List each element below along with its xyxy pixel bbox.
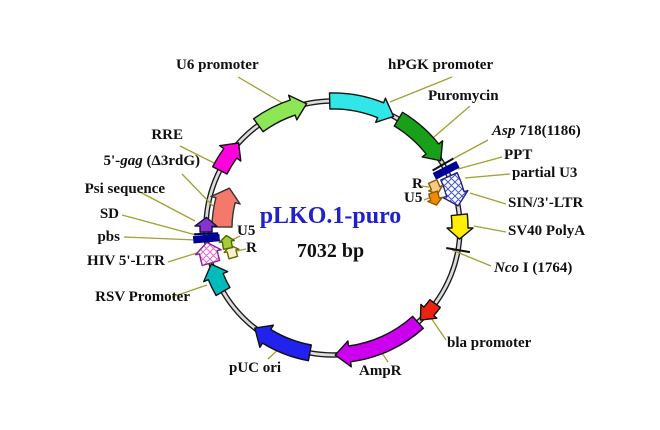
leader-sv40-polya xyxy=(473,225,507,233)
leader-partial-u3 xyxy=(464,173,511,179)
feature-ppt xyxy=(432,160,460,180)
feature-partial-u3-sin-ltr xyxy=(440,172,469,207)
leader-hiv-5-ltr xyxy=(167,251,201,263)
leader-gag xyxy=(181,173,214,207)
feature-ampr xyxy=(334,315,424,368)
leader-nco xyxy=(451,249,492,267)
feature-pbs xyxy=(192,233,220,244)
leader-rre xyxy=(179,145,215,164)
feature-sd xyxy=(194,232,219,236)
feature-puc-ori xyxy=(254,324,312,362)
feature-asp718-site xyxy=(432,157,454,172)
leader-pbs xyxy=(123,236,197,241)
leader-asp718 xyxy=(448,139,489,162)
feature-hpgk-promoter xyxy=(328,92,395,123)
leader-sin-ltr xyxy=(469,192,507,205)
plasmid-features xyxy=(192,92,474,368)
feature-psi-sequence xyxy=(194,216,218,233)
leader-r-left xyxy=(236,248,247,252)
leader-sd xyxy=(121,214,197,236)
feature-rsv-promoter xyxy=(203,263,231,297)
feature-u5-right xyxy=(427,190,443,206)
plasmid-title: pLKO.1-puro xyxy=(259,203,402,229)
feature-gag-arrow xyxy=(210,187,241,228)
leader-psi-sequence xyxy=(139,191,196,222)
feature-sv40-polya xyxy=(446,213,474,240)
feature-puromycin xyxy=(393,111,444,162)
feature-bla-promoter xyxy=(419,299,441,321)
leader-ppt xyxy=(457,156,503,170)
plasmid-size: 7032 bp xyxy=(296,240,365,262)
leader-hpgk-promoter xyxy=(389,76,453,103)
feature-nco-site xyxy=(446,246,471,254)
feature-hiv-5-ltr xyxy=(194,241,222,267)
leader-u6-promoter xyxy=(237,76,285,105)
leader-r-right xyxy=(420,185,430,188)
feature-u6-promoter xyxy=(252,94,308,133)
feature-u5-left xyxy=(218,234,235,250)
leader-rsv-promoter xyxy=(171,284,208,298)
feature-rre xyxy=(212,142,242,175)
leader-puromycin xyxy=(433,105,471,138)
